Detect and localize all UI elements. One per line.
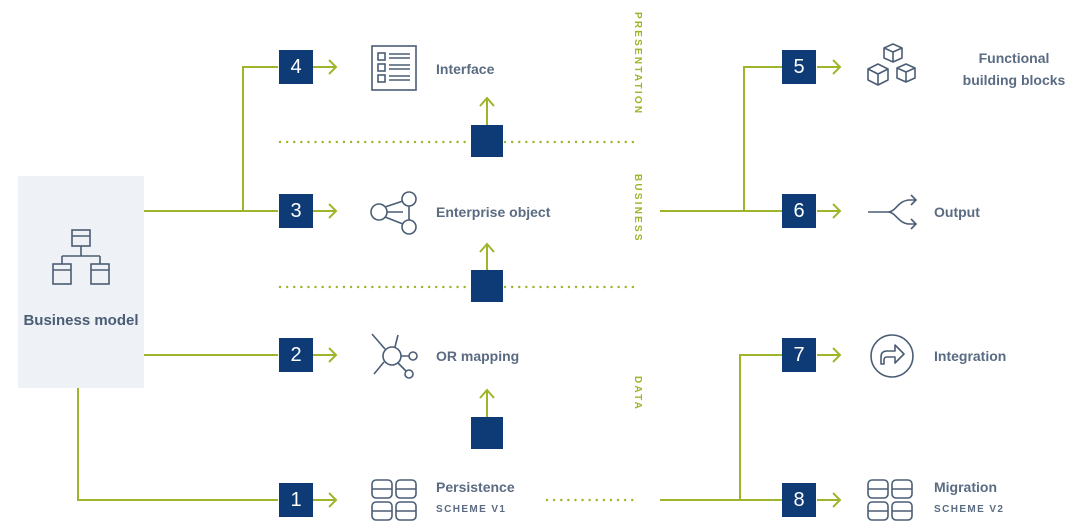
- org-chart-icon: [52, 229, 110, 285]
- layer-square-3: [471, 417, 503, 449]
- arrow-3: [313, 203, 338, 219]
- layer-label-data: DATA: [632, 376, 643, 412]
- arrow-7: [817, 347, 842, 363]
- network-node-icon: [371, 333, 418, 379]
- cubes-icon: [867, 43, 916, 86]
- step-8-scheme: SCHEME V2: [934, 504, 1005, 515]
- step-8-number: 8: [782, 483, 816, 517]
- step-1-scheme: SCHEME V1: [436, 504, 507, 515]
- step-1-number: 1: [279, 483, 313, 517]
- up-arrow-3: [479, 388, 495, 417]
- line-to-7: [739, 354, 782, 500]
- step-3-number: 3: [279, 194, 313, 228]
- step-8-label: Migration: [934, 479, 997, 495]
- step-4-number: 4: [279, 50, 313, 84]
- step-6-number: 6: [782, 194, 816, 228]
- arrow-2: [313, 347, 338, 363]
- step-2-label: OR mapping: [436, 348, 520, 364]
- step-6-label: Output: [934, 204, 980, 220]
- form-list-icon: [371, 45, 417, 91]
- step-3-label: Enterprise object: [436, 204, 551, 220]
- grid-icon: [867, 479, 913, 521]
- arrow-4: [313, 59, 338, 75]
- step-7-number: 7: [782, 338, 816, 372]
- share-nodes-icon: [370, 191, 417, 235]
- layer-square-1: [471, 125, 503, 157]
- layer-square-2: [471, 270, 503, 302]
- step-5-label: Functional building blocks: [962, 50, 1066, 88]
- layer-label-business: BUSINESS: [632, 174, 643, 243]
- line-bm-to-1: [77, 388, 278, 501]
- arrow-8: [817, 492, 842, 508]
- arrow-1: [313, 492, 338, 508]
- split-arrow-icon: [868, 194, 918, 230]
- arrow-5: [817, 59, 842, 75]
- business-model-box: Business model: [18, 176, 144, 388]
- step-7-label: Integration: [934, 348, 1007, 364]
- circle-arrow-icon: [870, 334, 914, 378]
- up-arrow-1: [479, 96, 495, 125]
- layer-label-presentation: PRESENTATION: [632, 12, 643, 116]
- business-model-label: Business model: [23, 312, 139, 329]
- up-arrow-2: [479, 242, 495, 270]
- grid-icon: [371, 479, 417, 521]
- step-5-number: 5: [782, 50, 816, 84]
- line-to-5: [743, 66, 782, 211]
- step-4-label: Interface: [436, 61, 495, 77]
- step-2-number: 2: [279, 338, 313, 372]
- line-bm-to-4: [242, 66, 278, 211]
- step-1-label: Persistence: [436, 479, 515, 495]
- arrow-6: [817, 203, 842, 219]
